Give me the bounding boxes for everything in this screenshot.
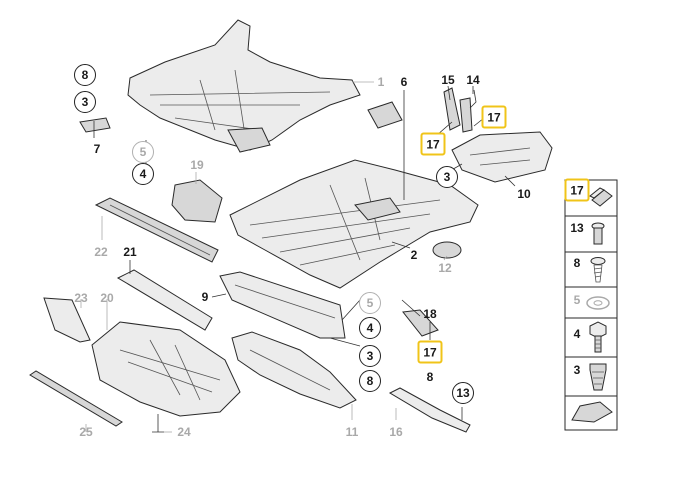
callout-c3c: 3 [359, 345, 381, 367]
part-16-deflector [388, 387, 471, 433]
callout-c22: 22 [94, 245, 108, 259]
callout-c8b: 8 [359, 370, 381, 392]
callout-c4a: 4 [132, 163, 154, 185]
callout-c24: 24 [177, 425, 191, 439]
callout-c8c: 8 [426, 370, 434, 384]
callout-c3a: 3 [436, 166, 458, 188]
callout-c8a: 8 [74, 64, 96, 86]
self-tapping-screw-icon [590, 257, 606, 283]
callout-c19: 19 [190, 158, 204, 172]
callout-c6: 6 [400, 75, 408, 89]
fastener-legend [564, 179, 618, 431]
part-19-bracket [171, 179, 223, 223]
hex-bolt-icon [589, 321, 607, 353]
legend-label-l3: 3 [573, 363, 581, 377]
legend-label-l8: 8 [573, 256, 581, 270]
part-2-main-underbody-panel [229, 159, 479, 289]
callout-c7: 7 [93, 142, 101, 156]
part-15-brackets [443, 87, 473, 133]
part-25-strip [29, 370, 123, 427]
part-24-screw [152, 414, 164, 433]
callout-c16: 16 [389, 425, 403, 439]
callout-c3b: 3 [74, 91, 96, 113]
callout-c10: 10 [517, 187, 531, 201]
expanding-rivet-icon [591, 222, 605, 245]
legend-label-l17: 17 [564, 178, 590, 202]
legend-label-l4: 4 [573, 327, 581, 341]
callout-c9: 9 [201, 290, 209, 304]
callout-c17b: 17 [481, 105, 507, 129]
part-1-underbody-frame [127, 19, 361, 153]
part-21-rail [116, 269, 213, 331]
clip-nut-icon [589, 187, 613, 207]
callout-c17c: 17 [417, 340, 443, 364]
callout-c11: 11 [345, 425, 359, 439]
legend-label-l5: 5 [573, 293, 581, 307]
callout-c18: 18 [423, 307, 437, 321]
part-10-rear-cover [451, 131, 553, 183]
callout-c17a: 17 [420, 132, 446, 156]
part-12-round-cover [432, 241, 462, 259]
callout-c5a: 5 [132, 141, 154, 163]
callout-c4b: 4 [359, 317, 381, 339]
callout-c14: 14 [466, 73, 480, 87]
part-6-bracket [367, 101, 403, 129]
callout-c5b: 5 [359, 292, 381, 314]
callout-c21: 21 [123, 245, 137, 259]
callout-c1: 1 [377, 75, 385, 89]
sheet-arrow-icon [571, 401, 613, 423]
callout-c20: 20 [100, 291, 114, 305]
callout-c23: 23 [74, 291, 88, 305]
callout-c2: 2 [410, 248, 418, 262]
part-11-lower-cover [231, 331, 357, 409]
callout-c25: 25 [79, 425, 93, 439]
legend-label-l13: 13 [570, 221, 584, 235]
part-7-plate [79, 117, 111, 133]
part-14-clip [469, 89, 477, 109]
callout-c13a: 13 [452, 382, 474, 404]
part-20-front-underpanel [43, 297, 241, 417]
callout-c12: 12 [438, 261, 452, 275]
part-22-front-guard [94, 197, 219, 263]
part-9-middle-cover [219, 271, 346, 339]
spreader-nut-icon [589, 363, 607, 391]
washer-icon [586, 296, 610, 310]
callout-c15: 15 [441, 73, 455, 87]
